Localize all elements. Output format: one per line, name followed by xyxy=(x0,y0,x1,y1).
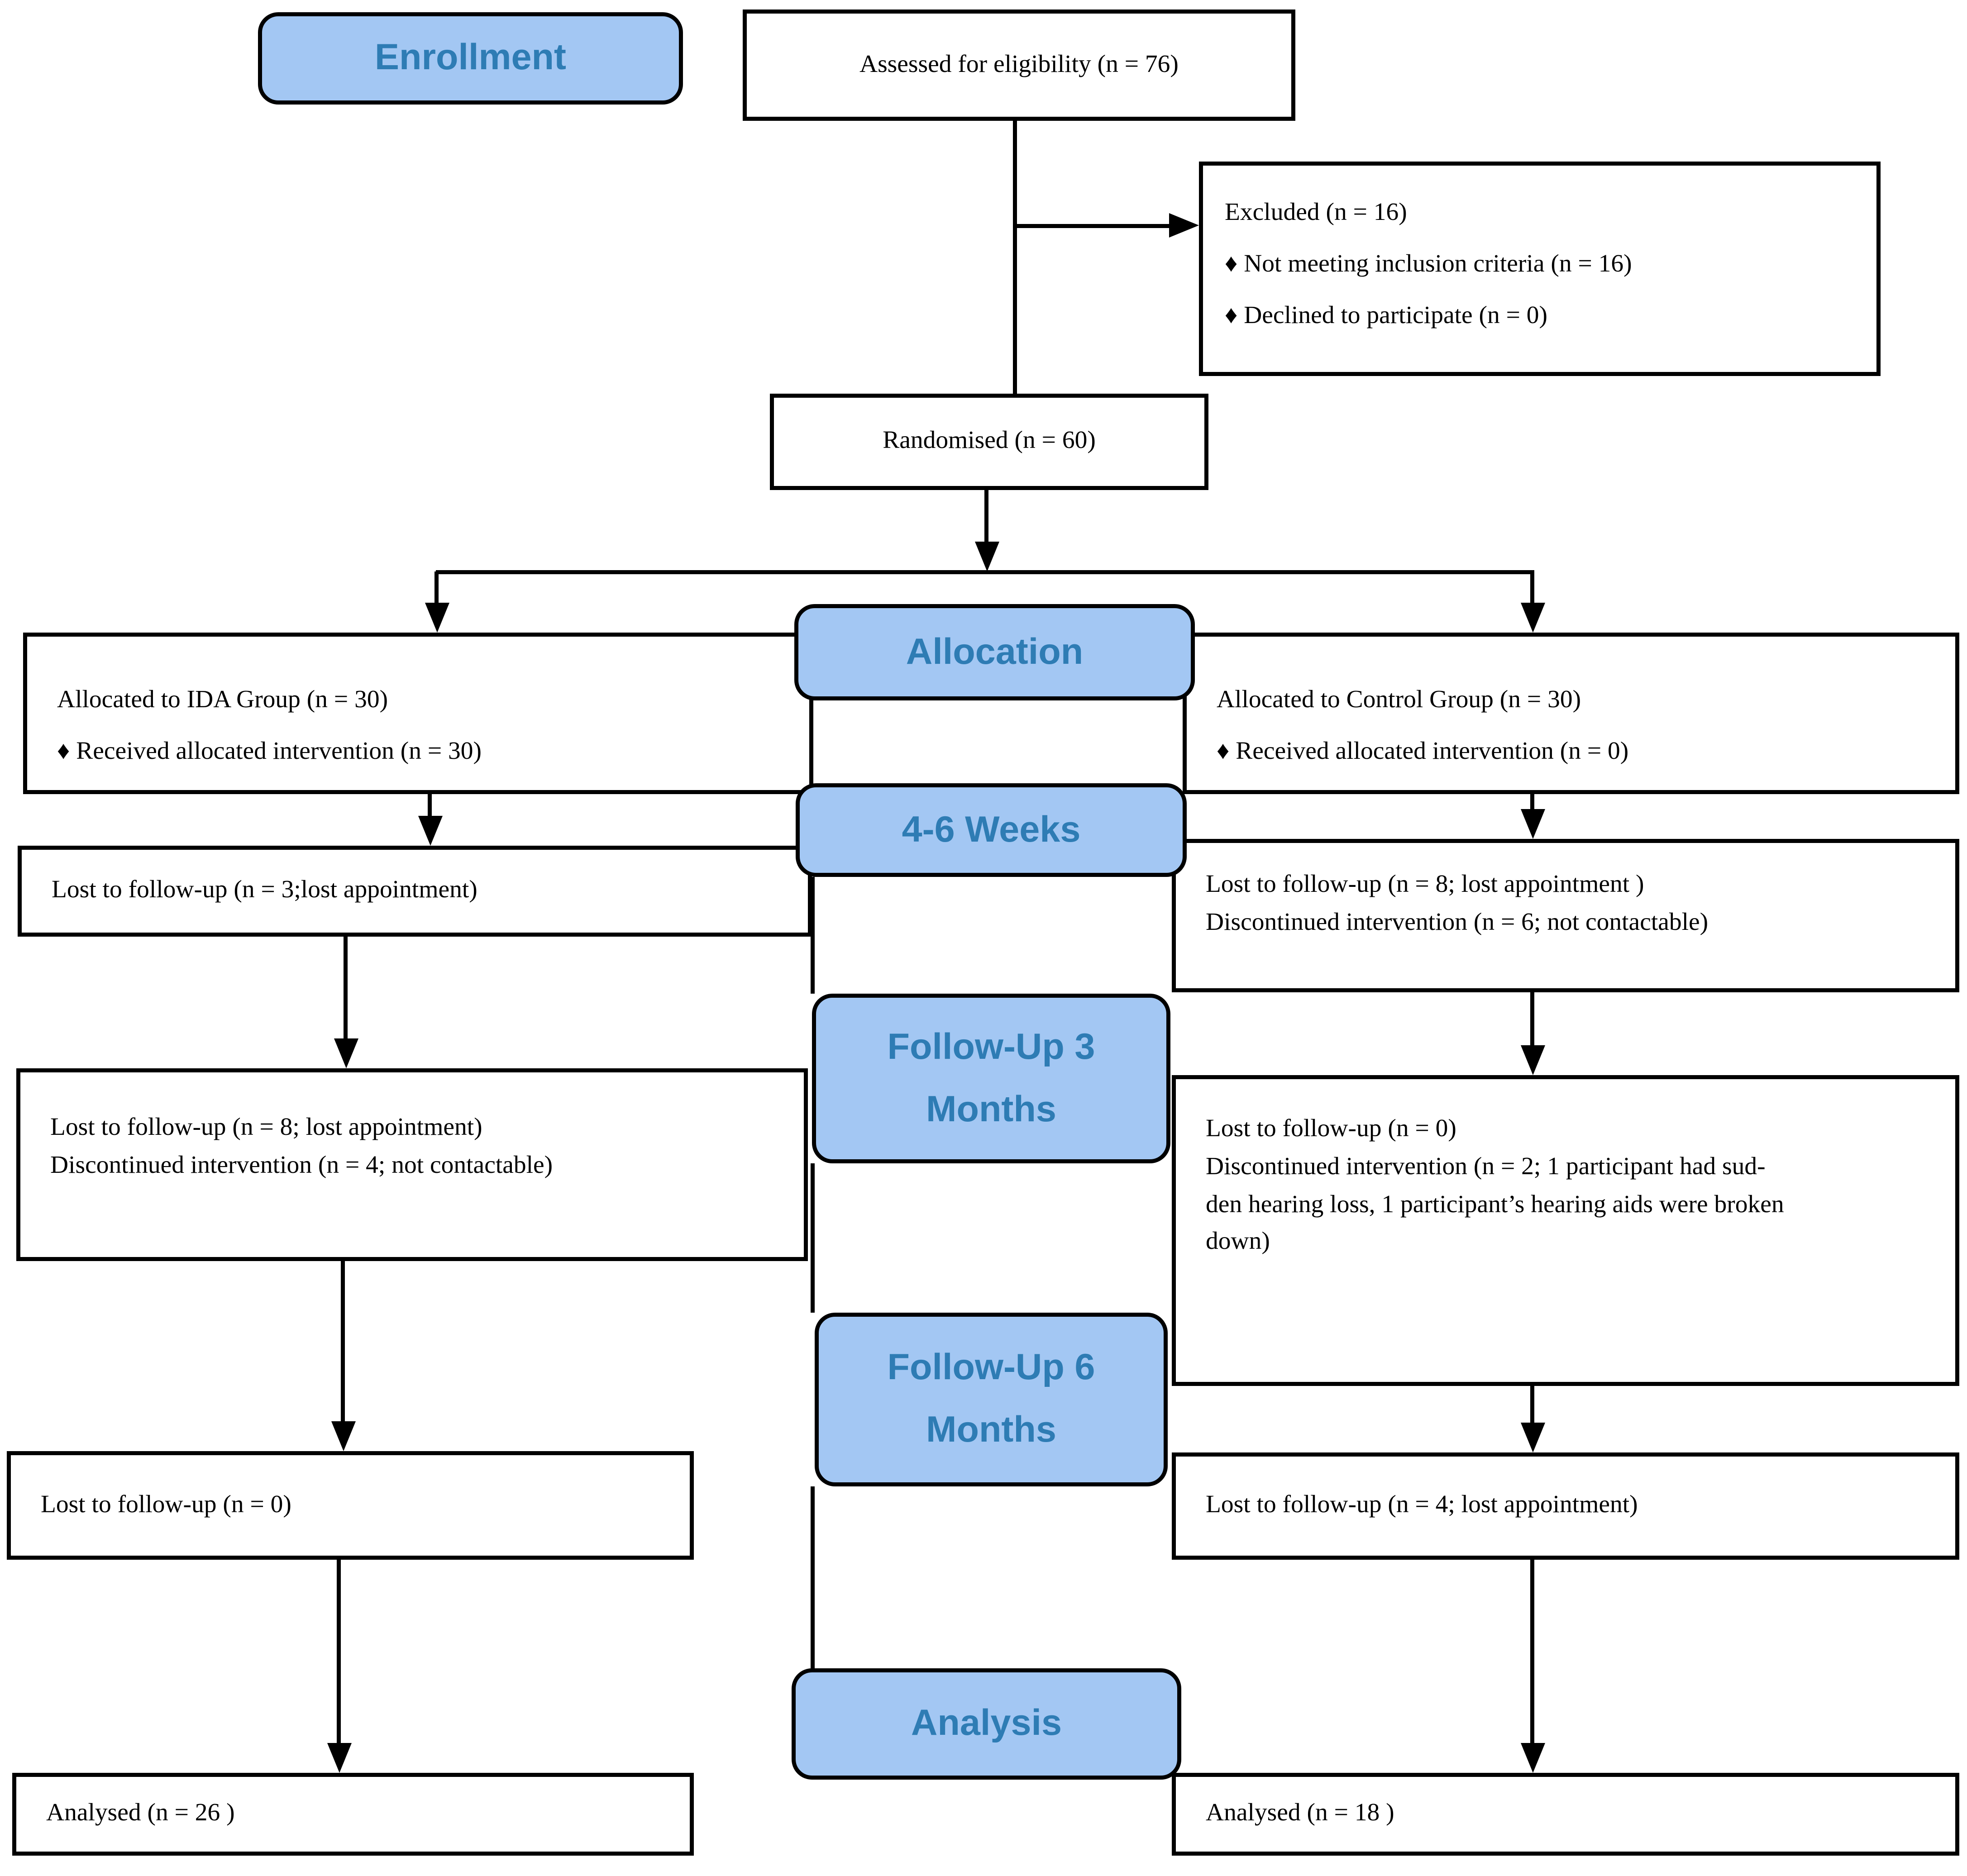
stage-pill-analysis: Analysis xyxy=(792,1668,1181,1780)
lost-4-6-weeks-control-line2: Discontinued intervention (n = 6; not co… xyxy=(1206,909,1709,937)
stage-label-followup-3-line2: Months xyxy=(926,1088,1056,1129)
connector-spine-weeks-to-fu3 xyxy=(811,877,815,994)
stage-pill-enrollment: Enrollment xyxy=(258,12,683,105)
lost-3-months-ida-line1: Lost to follow-up (n = 8; lost appointme… xyxy=(50,1114,482,1142)
connector-split-to-control xyxy=(1530,571,1534,605)
connector-fu3-to-fu6-ida xyxy=(341,1261,345,1424)
box-analysed-ida: Analysed (n = 26 ) xyxy=(12,1773,694,1856)
stage-label-followup-6-line1: Follow-Up 6 xyxy=(887,1347,1095,1388)
stage-label-analysis: Analysis xyxy=(911,1702,1062,1743)
stage-label-followup-6-line2: Months xyxy=(926,1409,1056,1450)
arrowhead-down-weeks-ida-icon xyxy=(418,816,443,846)
stage-label-followup-3-line1: Follow-Up 3 xyxy=(887,1026,1095,1067)
connector-assessed-to-randomised xyxy=(1013,121,1017,394)
connector-weeks-to-fu3-control xyxy=(1530,992,1534,1048)
stage-label-allocation: Allocation xyxy=(906,630,1084,671)
arrowhead-down-analysed-ida-icon xyxy=(327,1743,352,1773)
lost-3-months-control-line2: Discontinued intervention (n = 2; 1 part… xyxy=(1206,1153,1766,1181)
box-analysed-control: Analysed (n = 18 ) xyxy=(1172,1773,1959,1856)
lost-3-months-control-line4: down) xyxy=(1206,1228,1270,1256)
lost-3-months-ida-line2: Discontinued intervention (n = 4; not co… xyxy=(50,1152,553,1180)
arrowhead-right-excluded-icon xyxy=(1169,213,1199,238)
excluded-reason-not-meeting: ♦ Not meeting inclusion criteria (n = 16… xyxy=(1225,251,1632,279)
arrowhead-down-ida-icon xyxy=(425,603,449,633)
lost-3-months-control-line1: Lost to follow-up (n = 0) xyxy=(1206,1116,1456,1143)
box-lost-4-6-weeks-control: Lost to follow-up (n = 8; lost appointme… xyxy=(1172,839,1959,992)
allocated-control-title: Allocated to Control Group (n = 30) xyxy=(1217,687,1581,714)
connector-fu6-to-analysed-control xyxy=(1530,1560,1534,1746)
assessed-text: Assessed for eligibility (n = 76) xyxy=(859,51,1179,78)
arrowhead-down-fu3-control-icon xyxy=(1521,1045,1545,1075)
box-randomised: Randomised (n = 60) xyxy=(770,394,1208,490)
box-assessed-eligibility: Assessed for eligibility (n = 76) xyxy=(743,10,1295,121)
connector-spine-fu3-to-fu6 xyxy=(811,1163,815,1313)
connector-split-to-ida xyxy=(434,571,439,605)
connector-randomised-to-split xyxy=(984,490,988,544)
randomised-text: Randomised (n = 60) xyxy=(883,428,1096,455)
allocated-ida-title: Allocated to IDA Group (n = 30) xyxy=(57,687,388,714)
box-lost-3-months-control: Lost to follow-up (n = 0) Discontinued i… xyxy=(1172,1075,1959,1386)
lost-4-6-weeks-ida-text: Lost to follow-up (n = 3;lost appointmen… xyxy=(52,877,477,904)
arrowhead-down-analysed-control-icon xyxy=(1521,1743,1545,1773)
analysed-control-text: Analysed (n = 18 ) xyxy=(1206,1800,1394,1827)
stage-label-4-6-weeks: 4-6 Weeks xyxy=(902,808,1081,849)
connector-ida-to-weeks xyxy=(428,794,432,819)
stage-pill-followup-6-months: Follow-Up 6 Months xyxy=(815,1313,1168,1486)
stage-pill-4-6-weeks: 4-6 Weeks xyxy=(796,783,1187,877)
connector-spine-fu6-to-analysis xyxy=(811,1486,815,1668)
lost-6-months-ida-text: Lost to follow-up (n = 0) xyxy=(41,1491,291,1519)
allocated-control-received: ♦ Received allocated intervention (n = 0… xyxy=(1217,738,1629,766)
analysed-ida-text: Analysed (n = 26 ) xyxy=(46,1800,235,1827)
arrowhead-down-control-icon xyxy=(1521,603,1545,633)
lost-4-6-weeks-control-line1: Lost to follow-up (n = 8; lost appointme… xyxy=(1206,871,1644,899)
box-allocated-ida: Allocated to IDA Group (n = 30) ♦ Receiv… xyxy=(23,633,813,794)
connector-control-to-weeks xyxy=(1530,794,1534,812)
connector-split-line xyxy=(436,570,1534,574)
arrowhead-down-fu6-control-icon xyxy=(1521,1423,1545,1452)
lost-6-months-control-text: Lost to follow-up (n = 4; lost appointme… xyxy=(1206,1492,1638,1519)
box-excluded: Excluded (n = 16) ♦ Not meeting inclusio… xyxy=(1199,162,1881,376)
box-lost-6-months-ida: Lost to follow-up (n = 0) xyxy=(7,1451,694,1560)
box-lost-3-months-ida: Lost to follow-up (n = 8; lost appointme… xyxy=(16,1068,808,1261)
arrowhead-down-fu3-ida-icon xyxy=(334,1038,358,1068)
excluded-title: Excluded (n = 16) xyxy=(1225,200,1407,227)
arrowhead-down-split-icon xyxy=(975,542,999,571)
stage-pill-followup-3-months: Follow-Up 3 Months xyxy=(812,994,1170,1163)
box-lost-6-months-control: Lost to follow-up (n = 4; lost appointme… xyxy=(1172,1452,1959,1560)
connector-fu6-to-analysed-ida xyxy=(337,1560,341,1746)
allocated-ida-received: ♦ Received allocated intervention (n = 3… xyxy=(57,738,482,766)
connector-to-excluded xyxy=(1013,224,1174,228)
arrowhead-down-fu6-ida-icon xyxy=(331,1421,356,1451)
connector-weeks-to-fu3-ida xyxy=(344,937,348,1041)
box-allocated-control: Allocated to Control Group (n = 30) ♦ Re… xyxy=(1183,633,1959,794)
lost-3-months-control-line3: den hearing loss, 1 participant’s hearin… xyxy=(1206,1191,1784,1219)
box-lost-4-6-weeks-ida: Lost to follow-up (n = 3;lost appointmen… xyxy=(18,846,812,937)
stage-pill-allocation: Allocation xyxy=(794,604,1195,700)
arrowhead-down-weeks-control-icon xyxy=(1521,809,1545,839)
stage-label-enrollment: Enrollment xyxy=(374,37,566,78)
excluded-reason-declined: ♦ Declined to participate (n = 0) xyxy=(1225,303,1548,331)
connector-fu3-to-fu6-control xyxy=(1530,1386,1534,1425)
